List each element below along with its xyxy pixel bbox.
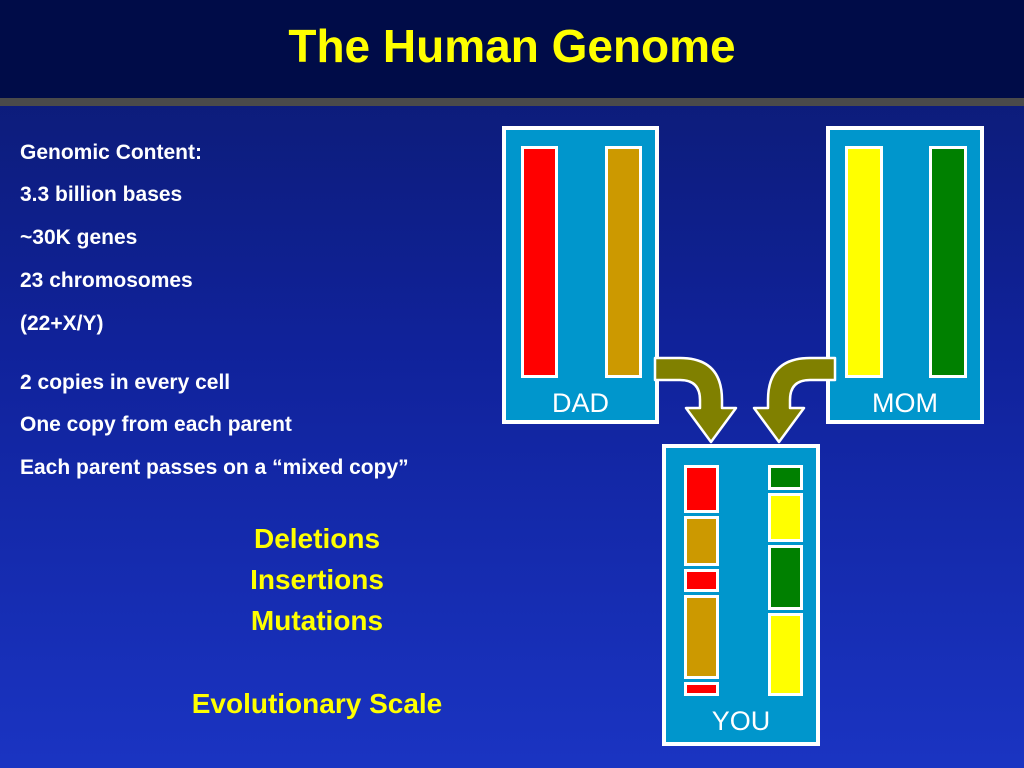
genomic-genes: ~30K genes <box>20 226 138 249</box>
you-left-segment <box>684 595 719 679</box>
mom-label: MOM <box>872 388 938 418</box>
you-left-segment <box>684 682 719 696</box>
genomic-sex-chromosomes: (22+X/Y) <box>20 312 104 335</box>
title-bar <box>0 0 1024 98</box>
genomic-content-heading: Genomic Content: <box>20 141 202 164</box>
you-right-segment <box>768 493 803 542</box>
you-left-segment <box>684 516 719 566</box>
dad-label: DAD <box>551 388 609 418</box>
genomic-chromosomes: 23 chromosomes <box>20 269 193 292</box>
page-title: The Human Genome <box>288 20 736 72</box>
mom-chromosome-yellow <box>845 146 883 378</box>
mom-chromosome-box: MOM <box>826 126 984 424</box>
you-left-segment <box>684 569 719 592</box>
evolutionary-scale-text: Evolutionary Scale <box>191 688 443 719</box>
insertions-text: Insertions <box>250 564 384 595</box>
mom-chromosome-green <box>929 146 967 378</box>
you-right-segment <box>768 545 803 610</box>
you-left-segment <box>684 465 719 513</box>
title-divider <box>0 98 1024 106</box>
genomic-bases: 3.3 billion bases <box>20 183 183 206</box>
you-right-segment <box>768 613 803 696</box>
dad-to-you-arrow <box>653 356 738 444</box>
mixed-copy-line: Each parent passes on a “mixed copy” <box>20 456 409 479</box>
dad-chromosome-red <box>521 146 558 378</box>
mutations-text: Mutations <box>250 605 384 636</box>
you-label: YOU <box>711 706 771 736</box>
mom-to-you-arrow <box>752 356 837 444</box>
dad-chromosome-box: DAD <box>502 126 659 424</box>
parent-copy-line: One copy from each parent <box>20 413 292 436</box>
deletions-text: Deletions <box>253 523 381 554</box>
inheritance-arrows <box>653 356 837 444</box>
copies-line: 2 copies in every cell <box>20 371 231 394</box>
you-chromosome-box: YOU <box>662 444 820 746</box>
dad-chromosome-gold <box>605 146 642 378</box>
you-right-segment <box>768 465 803 490</box>
